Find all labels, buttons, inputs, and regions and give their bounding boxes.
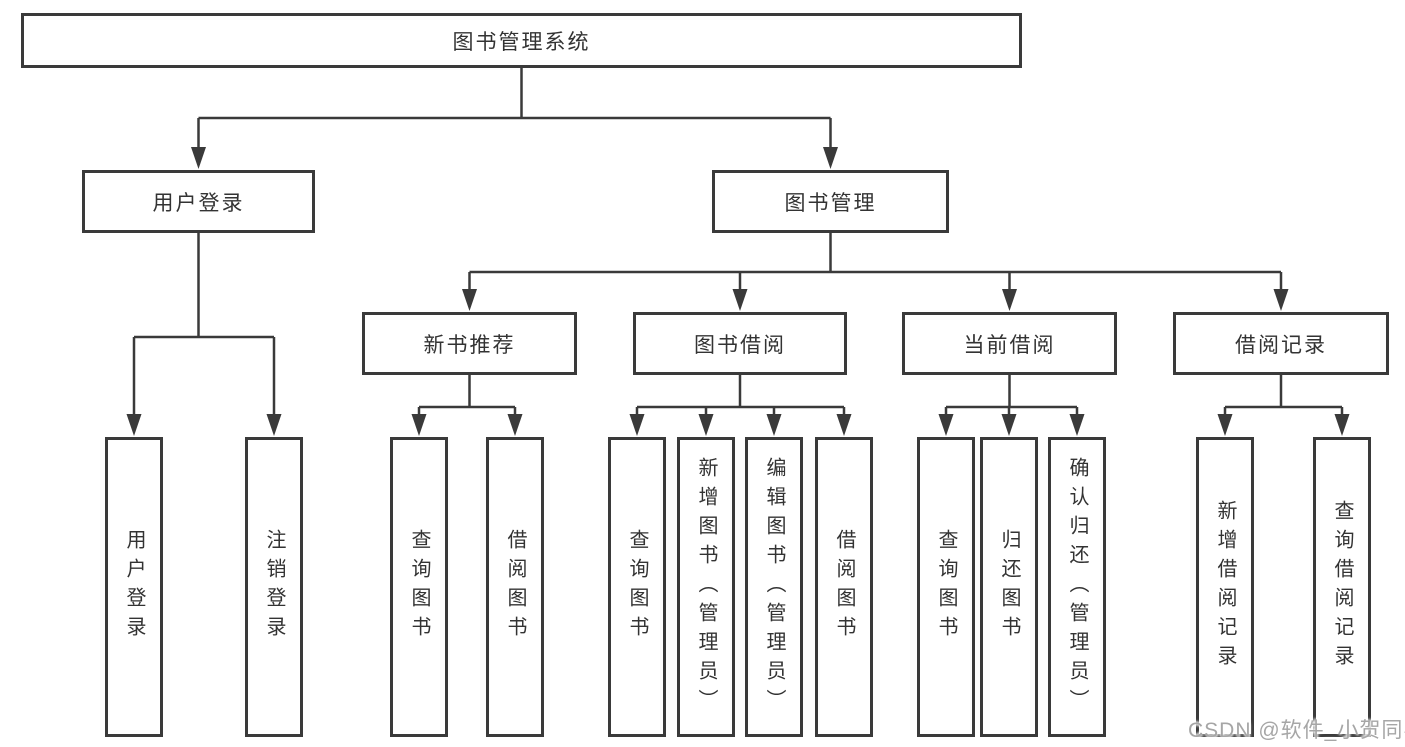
node-user-login: 用户登录 <box>82 170 315 233</box>
leaf-query-books-current: 查询图书 <box>917 437 975 737</box>
leaf-edit-book-admin: 编辑图书（管理员） <box>745 437 803 737</box>
leaf-add-book-admin: 新增图书（管理员） <box>677 437 735 737</box>
leaf-query-books-borrow: 查询图书 <box>608 437 666 737</box>
csdn-watermark: CSDN @软件_小贺同学 <box>1188 719 1405 742</box>
leaf-user-login: 用户登录 <box>105 437 163 737</box>
node-current-borrow: 当前借阅 <box>902 312 1117 375</box>
node-root: 图书管理系统 <box>21 13 1022 68</box>
node-book-management: 图书管理 <box>712 170 949 233</box>
leaf-borrow-books-recommend: 借阅图书 <box>486 437 544 737</box>
leaf-confirm-return-admin: 确认归还（管理员） <box>1048 437 1106 737</box>
node-new-book-recommend: 新书推荐 <box>362 312 577 375</box>
leaf-query-books-recommend: 查询图书 <box>390 437 448 737</box>
leaf-logout: 注销登录 <box>245 437 303 737</box>
leaf-return-book: 归还图书 <box>980 437 1038 737</box>
leaf-borrow-books: 借阅图书 <box>815 437 873 737</box>
leaf-add-borrow-record: 新增借阅记录 <box>1196 437 1254 737</box>
arrowheads <box>126 147 1350 436</box>
node-book-borrow: 图书借阅 <box>633 312 847 375</box>
leaf-query-borrow-record: 查询借阅记录 <box>1313 437 1371 737</box>
node-borrow-records: 借阅记录 <box>1173 312 1389 375</box>
